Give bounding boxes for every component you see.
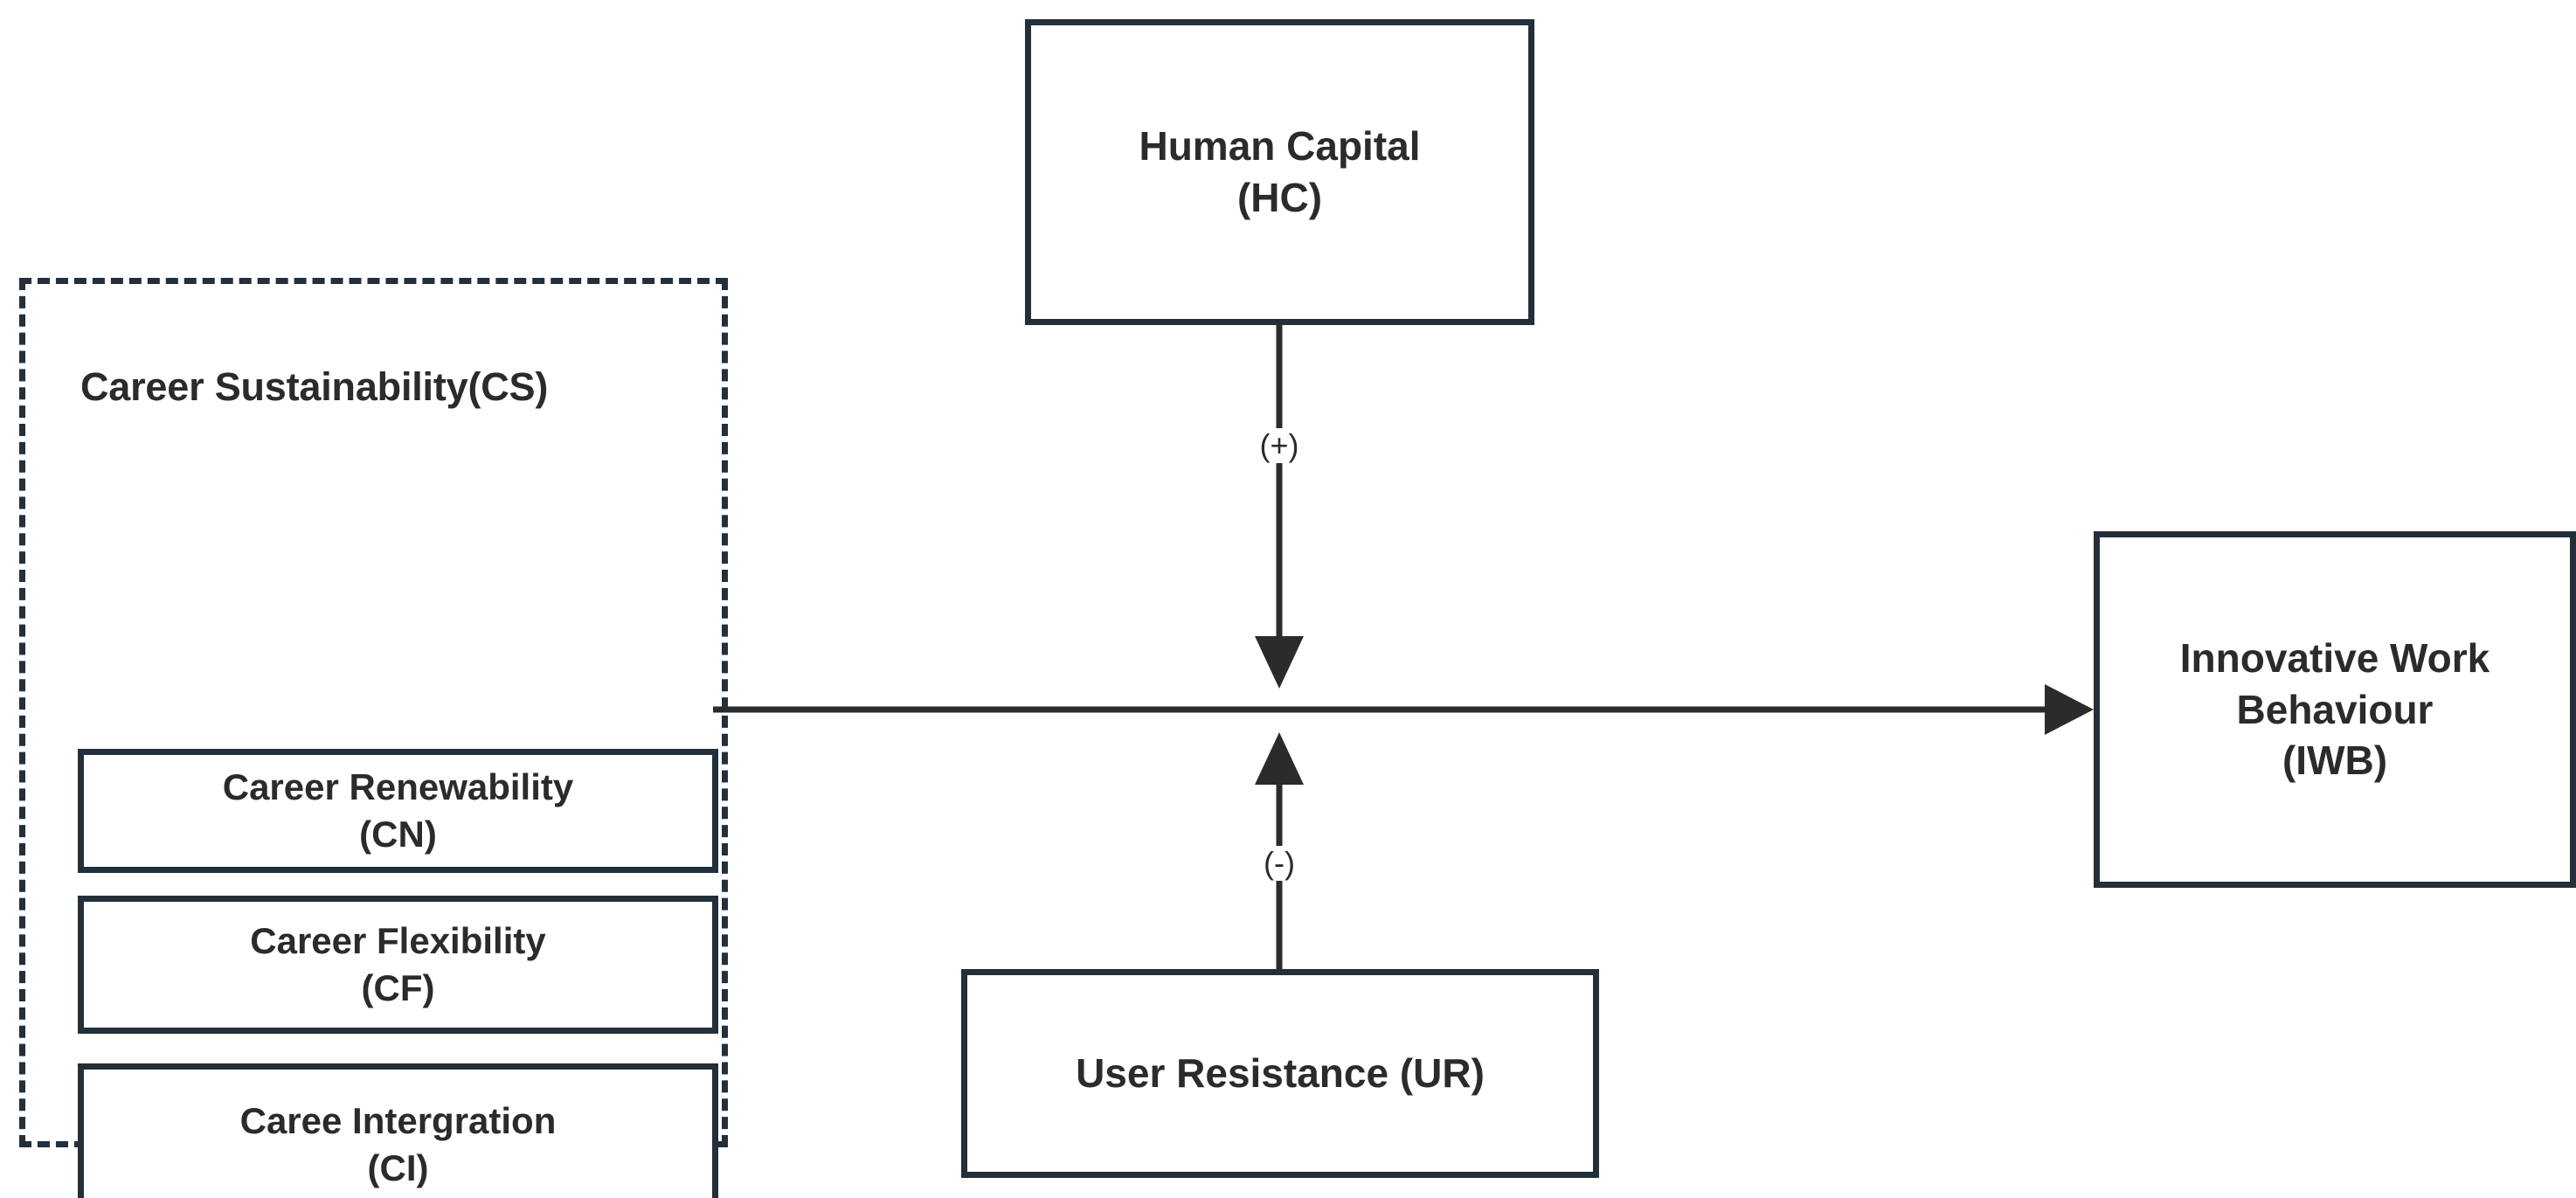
edge-cs-to-iwb-arrowhead [2045, 684, 2094, 735]
edge-label-ur-moderation: (-) [1257, 846, 1301, 881]
node-user-resistance[interactable]: User Resistance (UR) [961, 969, 1599, 1178]
node-innovative-work-behaviour-label: Innovative Work Behaviour (IWB) [2179, 634, 2490, 784]
node-caree-intergration[interactable]: Caree Intergration (CI) [78, 1063, 718, 1198]
node-user-resistance-label: User Resistance (UR) [1076, 1050, 1485, 1097]
career-sustainability-group[interactable]: Career Sustainability(CS) Career Renewab… [19, 278, 728, 1198]
career-sustainability-title: Career Sustainability(CS) [80, 364, 549, 409]
node-career-renewability[interactable]: Career Renewability (CN) [78, 749, 718, 873]
edge-label-hc-moderation: (+) [1253, 428, 1305, 463]
node-career-flexibility-label: Career Flexibility (CF) [250, 920, 546, 1008]
edge-ur-moderation-arrowhead [1255, 732, 1304, 785]
node-human-capital[interactable]: Human Capital (HC) [1025, 19, 1534, 325]
node-human-capital-label: Human Capital (HC) [1139, 123, 1421, 220]
edge-hc-moderation-arrowhead [1255, 636, 1304, 689]
node-caree-intergration-label: Caree Intergration (CI) [239, 1099, 557, 1188]
node-career-flexibility[interactable]: Career Flexibility (CF) [78, 896, 718, 1034]
node-innovative-work-behaviour[interactable]: Innovative Work Behaviour (IWB) [2094, 531, 2576, 888]
node-career-renewability-label: Career Renewability (CN) [222, 766, 574, 855]
